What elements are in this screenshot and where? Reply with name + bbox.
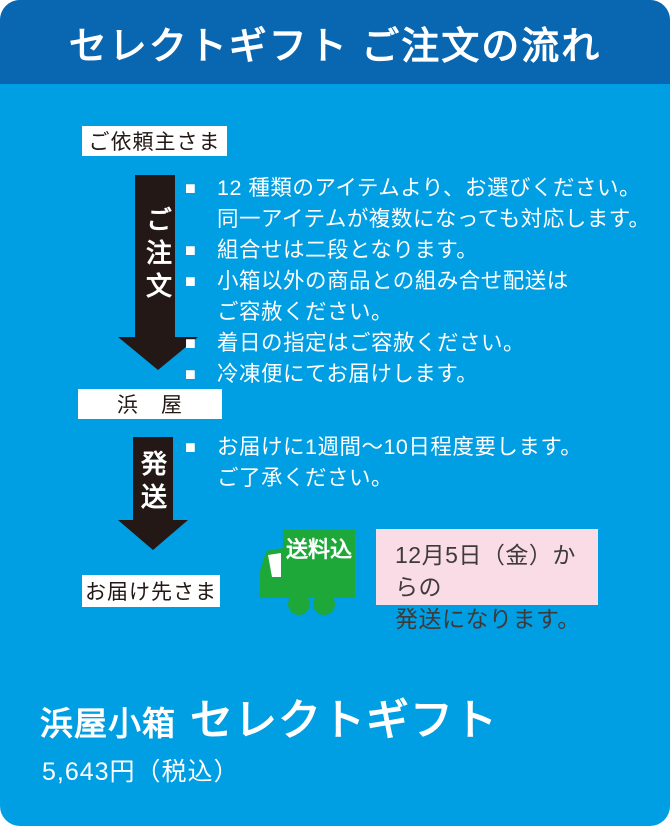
order-notes-list: ■ 12 種類のアイテムより、お選びください。 同一アイテムが複数になっても対応…	[185, 173, 655, 390]
product-title: 浜屋小箱 セレクトギフト	[40, 686, 498, 748]
shipping-arrow-down-icon	[118, 437, 188, 550]
note-item: ■ 着日の指定はご容赦ください。	[185, 328, 655, 359]
shipping-date-line1: 12月5日（金）からの	[395, 542, 576, 600]
shipping-included-badge: 送料込	[285, 537, 352, 562]
order-arrow-down-icon	[118, 175, 198, 370]
step-client-label: ご依頼主さま	[82, 126, 227, 156]
bullet-square-icon: ■	[185, 333, 196, 353]
bullet-square-icon	[185, 297, 217, 328]
order-arrow-label-wrap: ご注文	[118, 206, 198, 356]
shipping-date-line2: 発送になります。	[395, 606, 581, 632]
note-item: ■ 12 種類のアイテムより、お選びください。	[185, 173, 655, 204]
order-arrow-label: ご注文	[142, 206, 173, 305]
product-name: セレクトギフト	[190, 697, 498, 745]
note-item: 同一アイテムが複数になっても対応します。	[185, 204, 655, 235]
bullet-square-icon: ■	[185, 178, 196, 198]
product-price: 5,643円（税込）	[42, 758, 240, 786]
shipping-notes-list: ■ お届けに1週間～10日程度要します。 ご了承ください。	[185, 432, 655, 494]
note-item: ■ 小箱以外の商品との組み合せ配送は	[185, 266, 655, 297]
shipping-arrow-label: 発送	[137, 450, 168, 516]
note-item: ■ 冷凍便にてお届けします。	[185, 359, 655, 390]
step-recipient-label: お届け先さま	[82, 575, 220, 607]
shipping-date-notice: 12月5日（金）からの 発送になります。	[376, 529, 598, 632]
bullet-square-icon: ■	[185, 271, 196, 291]
note-item: ■ 組合せは二段となります。	[185, 235, 655, 266]
bullet-square-icon	[185, 204, 217, 235]
note-item: ご容赦ください。	[185, 297, 655, 328]
note-item: ■ お届けに1週間～10日程度要します。	[185, 432, 655, 463]
bullet-square-icon: ■	[185, 240, 196, 260]
header-banner: セレクトギフト ご注文の流れ	[0, 0, 670, 84]
bullet-square-icon: ■	[185, 437, 196, 457]
step-hamaya-label: 浜 屋	[78, 389, 222, 419]
page-title: セレクトギフト ご注文の流れ	[68, 25, 602, 68]
product-brand: 浜屋小箱	[40, 705, 176, 742]
delivery-truck-icon	[260, 530, 355, 615]
bullet-square-icon: ■	[185, 364, 196, 384]
bullet-square-icon	[185, 463, 217, 494]
note-item: ご了承ください。	[185, 463, 655, 494]
shipping-arrow-label-wrap: 発送	[118, 450, 188, 530]
